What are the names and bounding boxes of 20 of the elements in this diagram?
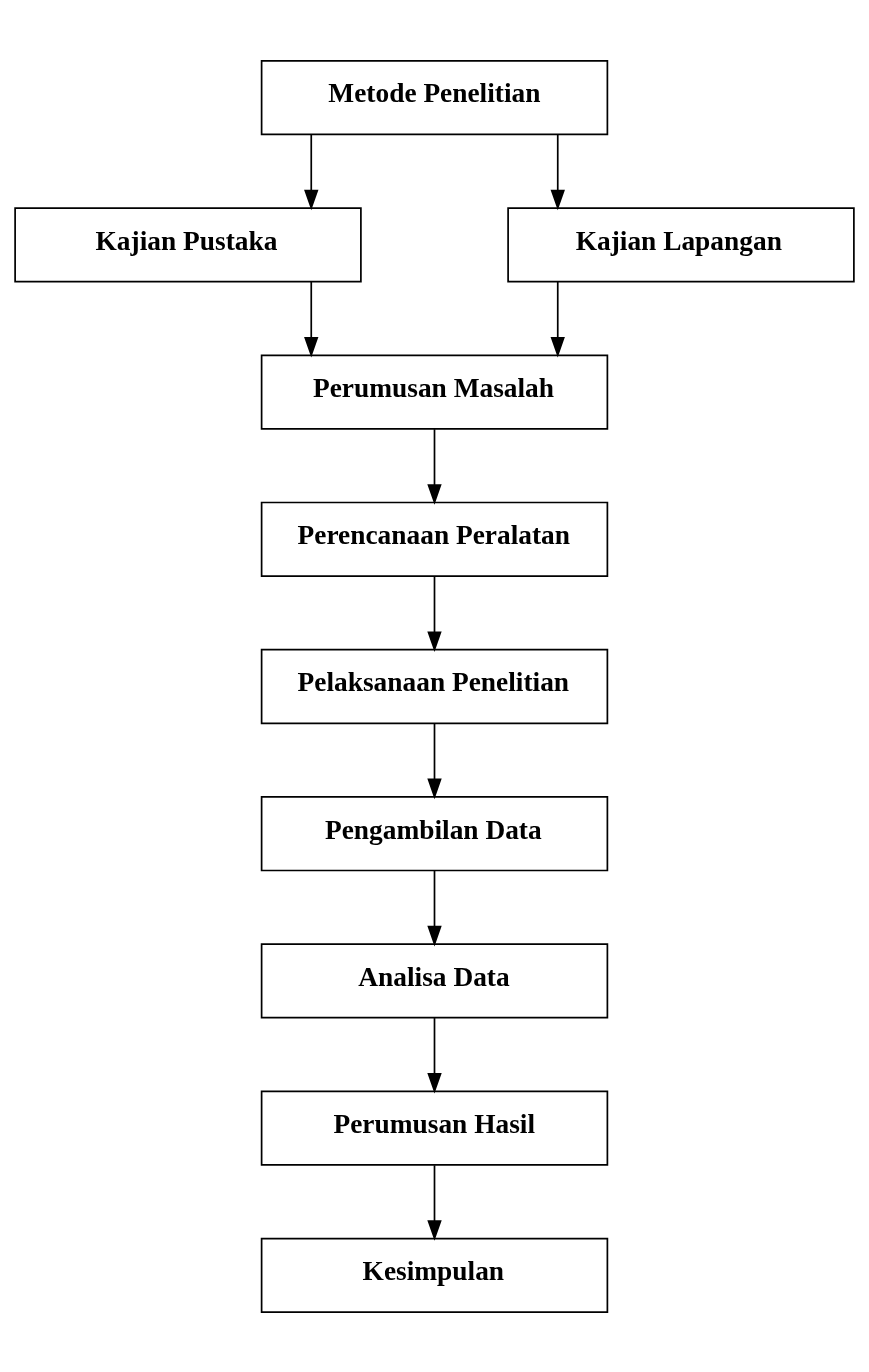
node-box: Pengambilan Data xyxy=(260,795,609,871)
arrow xyxy=(427,869,442,946)
node-box: Kajian Pustaka xyxy=(14,206,362,283)
arrow xyxy=(427,575,442,652)
arrow xyxy=(304,280,319,358)
node-box: Perencanaan Peralatan xyxy=(260,501,609,577)
arrow xyxy=(550,133,565,210)
arrow xyxy=(427,1016,442,1094)
arrow xyxy=(427,722,442,799)
node-box: Analisa Data xyxy=(260,942,609,1019)
arrow xyxy=(427,1163,442,1241)
node-box: Metode Penelitian xyxy=(260,59,609,135)
arrow xyxy=(304,133,319,210)
node-box: Pelaksanaan Penelitian xyxy=(260,648,609,724)
node-box: Perumusan Hasil xyxy=(260,1089,609,1166)
node-box: Kesimpulan xyxy=(260,1237,609,1313)
arrow xyxy=(427,427,442,505)
arrow xyxy=(550,280,565,358)
node-box: Kajian Lapangan xyxy=(507,206,855,283)
node-box: Perumusan Masalah xyxy=(260,353,609,430)
